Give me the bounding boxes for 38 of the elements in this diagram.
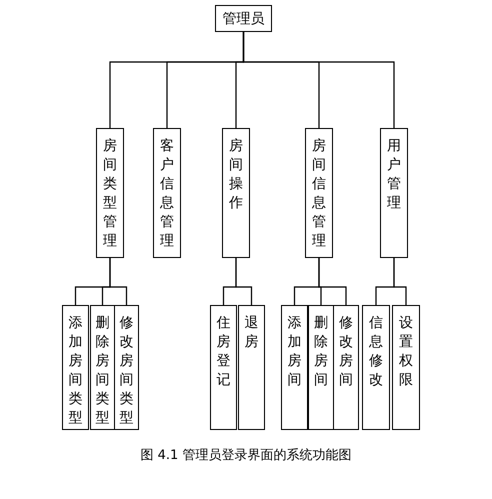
box-label: 添加房间类型 bbox=[68, 314, 83, 428]
function-box bbox=[222, 128, 250, 258]
function-box bbox=[308, 305, 334, 430]
box-label: 客户信息管理 bbox=[160, 137, 174, 251]
box-label: 删除房间 bbox=[314, 314, 328, 390]
function-box bbox=[380, 128, 408, 258]
box-label: 房间类型管理 bbox=[102, 137, 118, 251]
box-label: 添加房间 bbox=[287, 314, 302, 390]
function-box bbox=[114, 305, 139, 430]
function-box bbox=[281, 305, 308, 430]
box-label: 修改房间类型 bbox=[119, 314, 134, 428]
function-box bbox=[90, 305, 115, 430]
box-label: 房间信息管理 bbox=[312, 137, 326, 251]
function-box bbox=[210, 305, 237, 430]
box-label: 住房登记 bbox=[216, 314, 231, 390]
box-label: 设置权限 bbox=[398, 314, 414, 390]
function-box bbox=[305, 128, 333, 258]
box-label: 用户管理 bbox=[386, 137, 402, 213]
function-box bbox=[333, 305, 359, 430]
function-box bbox=[96, 128, 124, 258]
connector-line bbox=[109, 258, 128, 305]
function-box bbox=[238, 305, 265, 430]
function-box bbox=[392, 305, 420, 430]
connector-line bbox=[235, 258, 252, 305]
function-box bbox=[153, 128, 181, 258]
connector-line bbox=[393, 258, 407, 305]
box-label: 修改房间 bbox=[338, 314, 354, 390]
box-label: 信息修改 bbox=[368, 314, 384, 390]
function-box bbox=[362, 305, 390, 430]
function-box bbox=[215, 5, 272, 32]
caption: 图 4.1 管理员登录界面的系统功能图 bbox=[140, 448, 352, 463]
connector-line bbox=[242, 32, 395, 128]
box-label: 房间操作 bbox=[228, 137, 244, 213]
box-label: 管理员 bbox=[222, 10, 264, 28]
function-box bbox=[62, 305, 89, 430]
box-label: 退房 bbox=[244, 314, 259, 352]
box-label: 删除房间类型 bbox=[95, 314, 110, 428]
connector-line bbox=[318, 258, 347, 305]
